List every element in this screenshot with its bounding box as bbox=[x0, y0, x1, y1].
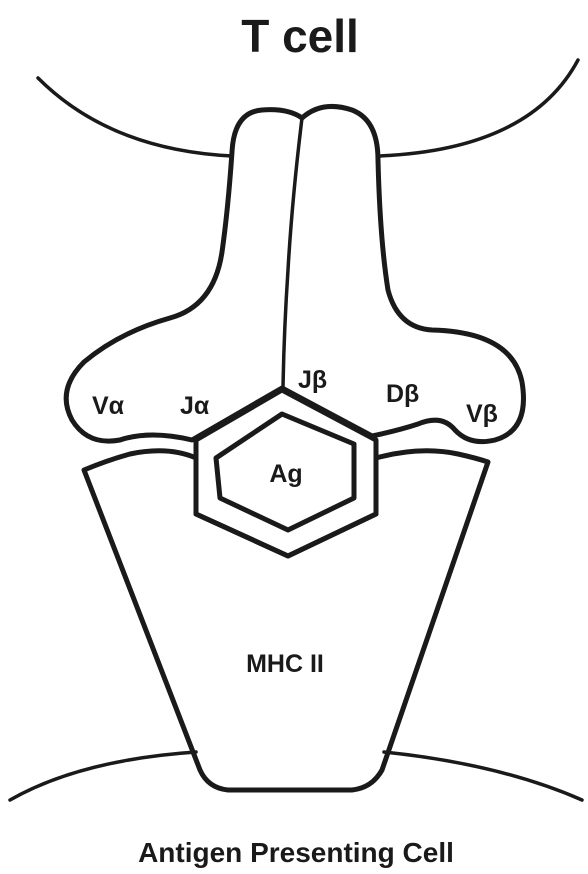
j-alpha-label: Jα bbox=[180, 392, 210, 420]
chain-divider bbox=[283, 118, 302, 388]
apc-membrane-right bbox=[384, 752, 582, 800]
apc-membrane-left bbox=[10, 752, 196, 800]
v-beta-label: Vβ bbox=[466, 400, 498, 428]
mhc-ii-molecule bbox=[84, 451, 488, 790]
mhc-ii-label: MHC II bbox=[246, 650, 324, 678]
d-beta-label: Dβ bbox=[386, 380, 419, 408]
apc-title: Antigen Presenting Cell bbox=[138, 837, 454, 868]
t-cell-membrane-right bbox=[378, 60, 578, 156]
t-cell-membrane bbox=[38, 78, 232, 156]
t-cell-receptor bbox=[66, 106, 523, 441]
antigen-label: Ag bbox=[269, 460, 302, 488]
j-beta-label: Jβ bbox=[298, 366, 327, 394]
v-alpha-label: Vα bbox=[92, 392, 125, 420]
t-cell-title: T cell bbox=[241, 10, 359, 62]
